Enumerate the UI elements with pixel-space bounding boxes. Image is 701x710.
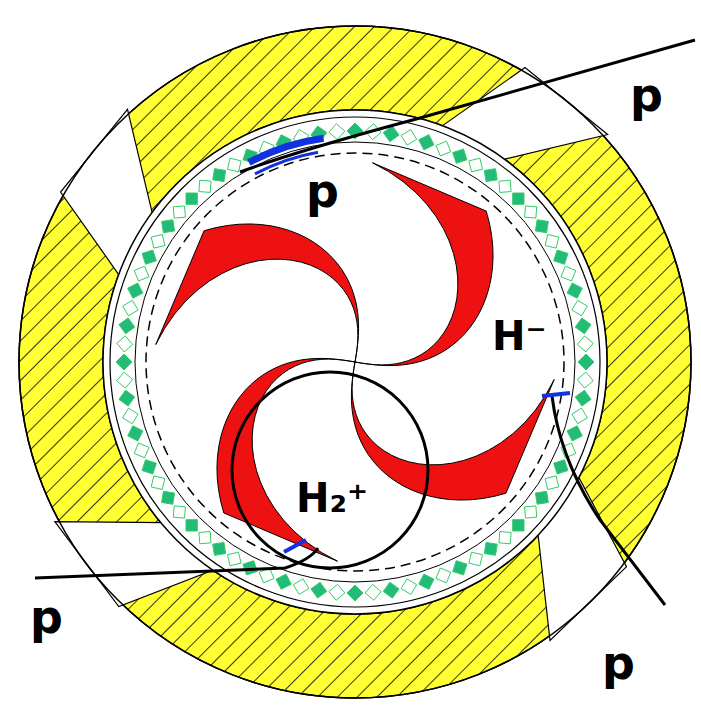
chamber-wall [103, 110, 607, 614]
beam-lines [35, 40, 695, 605]
beam-label: p [630, 72, 663, 118]
yoke-outline [19, 26, 691, 698]
spiral-blades [156, 163, 554, 561]
chamber-wall [110, 117, 600, 607]
ion-label: H₂⁺ [296, 478, 368, 518]
magnet-yoke [19, 26, 691, 698]
inner-circle [135, 142, 575, 582]
dashed-orbit [146, 153, 564, 571]
coil-ring [116, 123, 594, 601]
beam-label: p [30, 594, 63, 640]
beam-label: p [602, 640, 635, 686]
beam-label: p [306, 168, 339, 214]
extraction-elements [249, 138, 570, 552]
ion-label: H⁻ [492, 316, 547, 356]
